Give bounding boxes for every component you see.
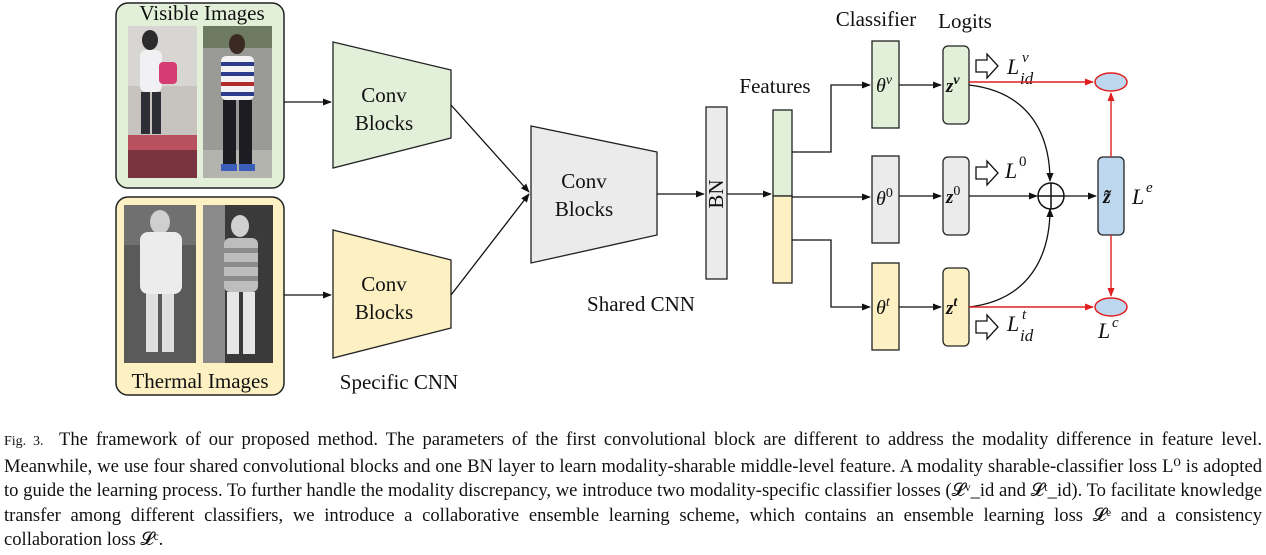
l-id-v-sub: id — [1020, 69, 1034, 88]
logits-header: Logits — [938, 9, 992, 33]
visible-photo-2 — [203, 26, 272, 178]
ensemble-sum-node — [1037, 182, 1065, 210]
conv-block-visible: Conv Blocks — [332, 41, 452, 169]
bn-layer: BN — [704, 106, 728, 280]
classifier-theta-v: θv — [871, 40, 900, 129]
logit-z-0: z0 — [942, 156, 970, 236]
l-id-t-symbol: L — [1006, 311, 1019, 336]
svg-text:θt: θt — [876, 295, 891, 319]
svg-text:zt: zt — [945, 295, 958, 319]
conv-visible-line1: Conv — [361, 83, 407, 107]
z-0-symbol: z — [945, 187, 954, 208]
bn-label: BN — [704, 179, 728, 208]
z-v-symbol: z — [945, 76, 954, 97]
z-t-symbol: z — [945, 298, 954, 319]
z-tilde-symbol: z̃ — [1102, 186, 1112, 208]
loss-l-0: L 0 — [1004, 154, 1027, 183]
specific-cnn-label: Specific CNN — [340, 370, 458, 394]
hollow-arrow-lt — [975, 313, 999, 341]
feature-vector — [772, 109, 793, 284]
shared-cnn-label: Shared CNN — [587, 292, 695, 316]
loss-l-id-t: L t id — [1006, 307, 1034, 345]
features-label: Features — [739, 74, 810, 98]
visible-images-title: Visible Images — [139, 1, 264, 25]
z-0-sup: 0 — [953, 184, 960, 199]
svg-text:θv: θv — [876, 73, 893, 97]
classifier-theta-0: θ0 — [871, 155, 900, 244]
svg-text:z0: z0 — [945, 184, 960, 208]
visible-images-panel: Visible Images — [115, 1, 285, 189]
classifier-theta-t: θt — [871, 262, 900, 351]
arrow-features-to-theta-v — [792, 81, 871, 153]
l-id-v-symbol: L — [1006, 54, 1019, 79]
conv-shared-line1: Conv — [561, 169, 607, 193]
loss-l-e: L e — [1131, 180, 1153, 209]
arrow-conv-thermal-to-shared — [450, 193, 530, 296]
svg-text:θ0: θ0 — [876, 186, 893, 210]
curve-z-t-to-sum — [968, 208, 1054, 308]
thermal-images-panel: Thermal Images — [115, 196, 285, 396]
thermal-photo-1 — [124, 205, 196, 363]
theta-v-sup: v — [886, 73, 893, 88]
conv-thermal-line1: Conv — [361, 272, 407, 296]
l-e-symbol: L — [1131, 184, 1144, 209]
visible-photo-1 — [128, 26, 197, 178]
l-id-t-sub: id — [1020, 326, 1034, 345]
framework-diagram: Visible Images — [115, 1, 1153, 396]
theta-0-sup: 0 — [886, 186, 893, 201]
curve-z-v-to-sum — [968, 84, 1054, 182]
consistency-node-bottom — [1094, 297, 1128, 317]
l-0-symbol: L — [1004, 158, 1017, 183]
conv-block-thermal: Conv Blocks — [332, 229, 452, 359]
theta-v-symbol: θ — [876, 75, 886, 97]
classifier-header: Classifier — [836, 7, 916, 31]
logit-z-v: zv — [942, 45, 970, 125]
consistency-node-top — [1094, 72, 1128, 92]
hollow-arrow-lv — [975, 52, 999, 80]
conv-shared-line2: Blocks — [555, 197, 613, 221]
theta-t-symbol: θ — [876, 297, 886, 319]
l-c-sup: c — [1112, 315, 1119, 331]
loss-l-c: L c — [1097, 315, 1119, 343]
ensemble-logit-z-tilde: z̃ — [1097, 156, 1125, 236]
figure-caption: Fig. 3. The framework of our proposed me… — [4, 428, 1262, 553]
l-0-sup: 0 — [1019, 154, 1027, 170]
figure-label: Fig. 3. — [4, 434, 44, 449]
z-t-sup: t — [953, 295, 958, 310]
arrow-conv-visible-to-shared — [450, 104, 530, 193]
conv-visible-line2: Blocks — [355, 111, 413, 135]
l-id-t-sup: t — [1022, 307, 1027, 323]
theta-0-symbol: θ — [876, 188, 886, 210]
l-e-sup: e — [1146, 180, 1153, 196]
caption-text: The framework of our proposed method. Th… — [4, 429, 1262, 551]
theta-t-sup: t — [886, 295, 891, 310]
l-id-v-sup: v — [1022, 50, 1029, 66]
hollow-arrow-l0 — [975, 159, 999, 187]
thermal-photo-2 — [203, 205, 273, 363]
l-c-symbol: L — [1097, 318, 1110, 343]
logit-z-t: zt — [942, 267, 970, 347]
z-v-sup: v — [953, 73, 960, 88]
svg-text:zv: zv — [945, 73, 960, 97]
conv-block-shared: Conv Blocks — [530, 125, 658, 264]
loss-l-id-v: L v id — [1006, 50, 1034, 88]
thermal-images-title: Thermal Images — [131, 369, 268, 393]
conv-thermal-line2: Blocks — [355, 300, 413, 324]
arrow-features-to-theta-t — [792, 239, 871, 311]
